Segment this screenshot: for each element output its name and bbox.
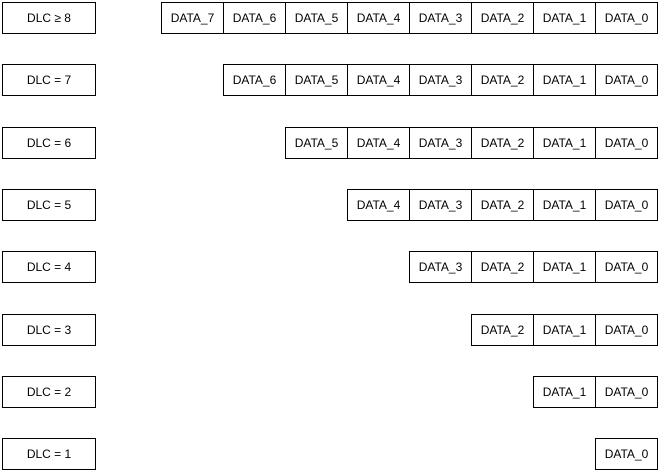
- data-byte-cell: DATA_4: [347, 127, 410, 159]
- data-byte-cell: DATA_3: [409, 251, 472, 283]
- data-byte-cell: DATA_0: [595, 438, 658, 470]
- data-byte-cell: DATA_0: [595, 251, 658, 283]
- data-byte-cell: DATA_0: [595, 2, 658, 34]
- data-byte-cell: DATA_0: [595, 127, 658, 159]
- dlc-label-box: DLC = 3: [2, 314, 96, 346]
- data-byte-cell: DATA_6: [223, 64, 286, 96]
- data-byte-cell: DATA_4: [347, 64, 410, 96]
- data-byte-cell: DATA_1: [533, 189, 596, 221]
- data-byte-cell: DATA_2: [471, 2, 534, 34]
- data-byte-cell: DATA_1: [533, 2, 596, 34]
- data-byte-cell: DATA_1: [533, 251, 596, 283]
- data-byte-cell: DATA_4: [347, 2, 410, 34]
- dlc-label-box: DLC = 1: [2, 438, 96, 470]
- data-byte-cell: DATA_3: [409, 189, 472, 221]
- dlc-label-box: DLC = 7: [2, 64, 96, 96]
- dlc-label-box: DLC = 2: [2, 376, 96, 408]
- data-byte-cell: DATA_3: [409, 64, 472, 96]
- data-byte-cell: DATA_5: [285, 64, 348, 96]
- data-byte-cell: DATA_2: [471, 127, 534, 159]
- data-byte-cell: DATA_1: [533, 127, 596, 159]
- dlc-label-box: DLC = 5: [2, 189, 96, 221]
- data-byte-cell: DATA_2: [471, 189, 534, 221]
- data-byte-cell: DATA_2: [471, 314, 534, 346]
- data-byte-cell: DATA_5: [285, 127, 348, 159]
- data-byte-cell: DATA_1: [533, 314, 596, 346]
- data-byte-cell: DATA_1: [533, 376, 596, 408]
- dlc-label-box: DLC = 6: [2, 127, 96, 159]
- data-byte-cell: DATA_0: [595, 376, 658, 408]
- data-byte-cell: DATA_3: [409, 127, 472, 159]
- data-byte-cell: DATA_0: [595, 314, 658, 346]
- data-byte-cell: DATA_2: [471, 64, 534, 96]
- data-byte-cell: DATA_7: [161, 2, 224, 34]
- data-byte-cell: DATA_4: [347, 189, 410, 221]
- data-byte-cell: DATA_2: [471, 251, 534, 283]
- data-byte-cell: DATA_0: [595, 64, 658, 96]
- data-byte-cell: DATA_0: [595, 189, 658, 221]
- data-byte-cell: DATA_6: [223, 2, 286, 34]
- data-byte-cell: DATA_5: [285, 2, 348, 34]
- dlc-label-box: DLC ≥ 8: [2, 2, 96, 34]
- data-byte-cell: DATA_3: [409, 2, 472, 34]
- data-byte-cell: DATA_1: [533, 64, 596, 96]
- dlc-label-box: DLC = 4: [2, 251, 96, 283]
